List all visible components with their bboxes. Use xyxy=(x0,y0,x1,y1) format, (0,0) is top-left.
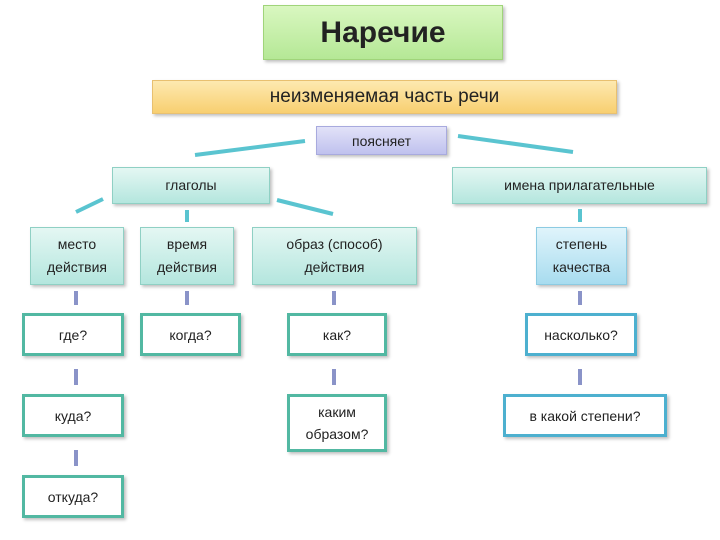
verbs-box: глаголы xyxy=(112,167,270,204)
category-degree: степень качества xyxy=(536,227,627,285)
question-how: как? xyxy=(287,313,387,356)
explains-box: поясняет xyxy=(316,126,447,155)
question-to-what-degree: в какой степени? xyxy=(503,394,667,437)
question-in-what-way: каким образом? xyxy=(287,394,387,452)
subtitle-box: неизменяемая часть речи xyxy=(152,80,617,114)
category-manner: образ (способ) действия xyxy=(252,227,417,285)
question-how-much: насколько? xyxy=(525,313,637,356)
category-time: время действия xyxy=(140,227,234,285)
title-box: Наречие xyxy=(263,5,503,60)
question-where: где? xyxy=(22,313,124,356)
question-where-from: откуда? xyxy=(22,475,124,518)
question-where-to: куда? xyxy=(22,394,124,437)
adjectives-box: имена прилагательные xyxy=(452,167,707,204)
question-when: когда? xyxy=(140,313,241,356)
category-place: место действия xyxy=(30,227,124,285)
